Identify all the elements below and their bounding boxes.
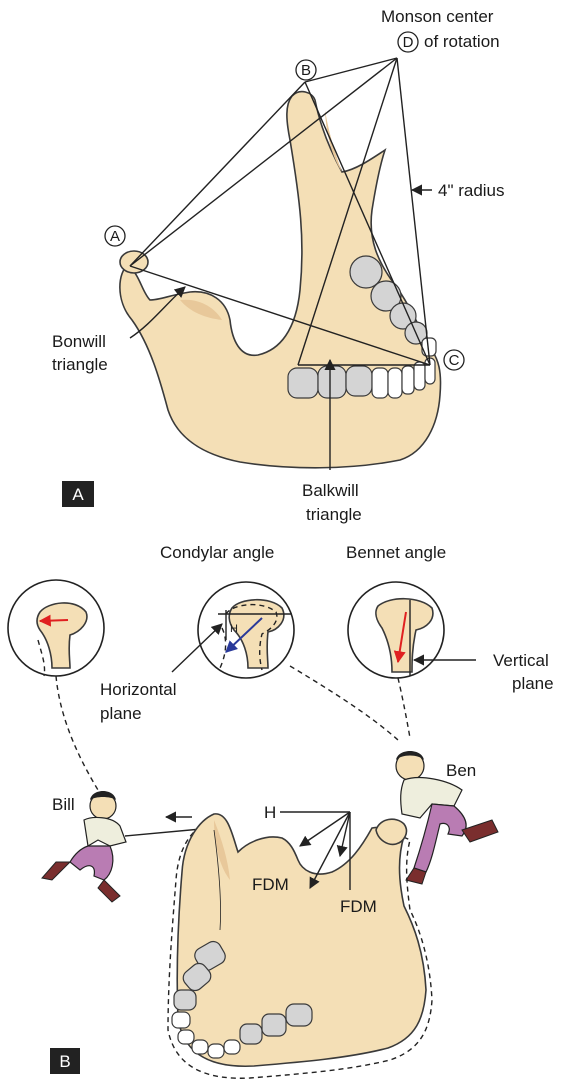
panel-a-tag: A: [62, 481, 94, 507]
condylar-angle-label: Condylar angle: [160, 543, 274, 562]
panel-b-tag: B: [50, 1048, 80, 1074]
point-c: C: [444, 350, 464, 370]
svg-text:D: D: [403, 34, 414, 51]
mandible-b: [177, 814, 426, 1066]
inset-h-label: H: [230, 623, 238, 635]
inset-condyle-left: [8, 580, 104, 676]
bennet-angle-label: Bennet angle: [346, 543, 446, 562]
h-label: H: [264, 803, 276, 822]
bonwill-label-line2: triangle: [52, 355, 108, 374]
monson-label-line2: of rotation: [424, 32, 500, 51]
point-a: A: [105, 226, 125, 246]
monson-label-line1: Monson center: [381, 7, 494, 26]
panel-b: Condylar angle Bennet angle H: [8, 543, 554, 1078]
svg-text:C: C: [449, 352, 460, 369]
radius-label: 4" radius: [438, 181, 505, 200]
svg-text:B: B: [301, 62, 311, 79]
svg-text:A: A: [72, 485, 84, 504]
fdm-label-right: FDM: [340, 897, 377, 916]
ben-label: Ben: [446, 761, 476, 780]
point-d: D: [398, 32, 418, 52]
balkwill-label-line2: triangle: [306, 505, 362, 524]
point-b: B: [296, 60, 316, 80]
svg-text:A: A: [110, 228, 120, 245]
panel-a: A B C D Monson center of rotation 4" rad…: [52, 7, 505, 524]
vertical-label-line2: plane: [512, 674, 554, 693]
horizontal-label-line2: plane: [100, 704, 142, 723]
svg-text:B: B: [59, 1052, 70, 1071]
inset-condylar-angle: H: [198, 582, 294, 678]
fdm-label-left: FDM: [252, 875, 289, 894]
bonwill-label-line1: Bonwill: [52, 332, 106, 351]
bill-label: Bill: [52, 795, 75, 814]
vertical-label-line1: Vertical: [493, 651, 549, 670]
balkwill-label-line1: Balkwill: [302, 481, 359, 500]
inset-bennet-angle: [348, 582, 444, 678]
horizontal-label-line1: Horizontal: [100, 680, 177, 699]
